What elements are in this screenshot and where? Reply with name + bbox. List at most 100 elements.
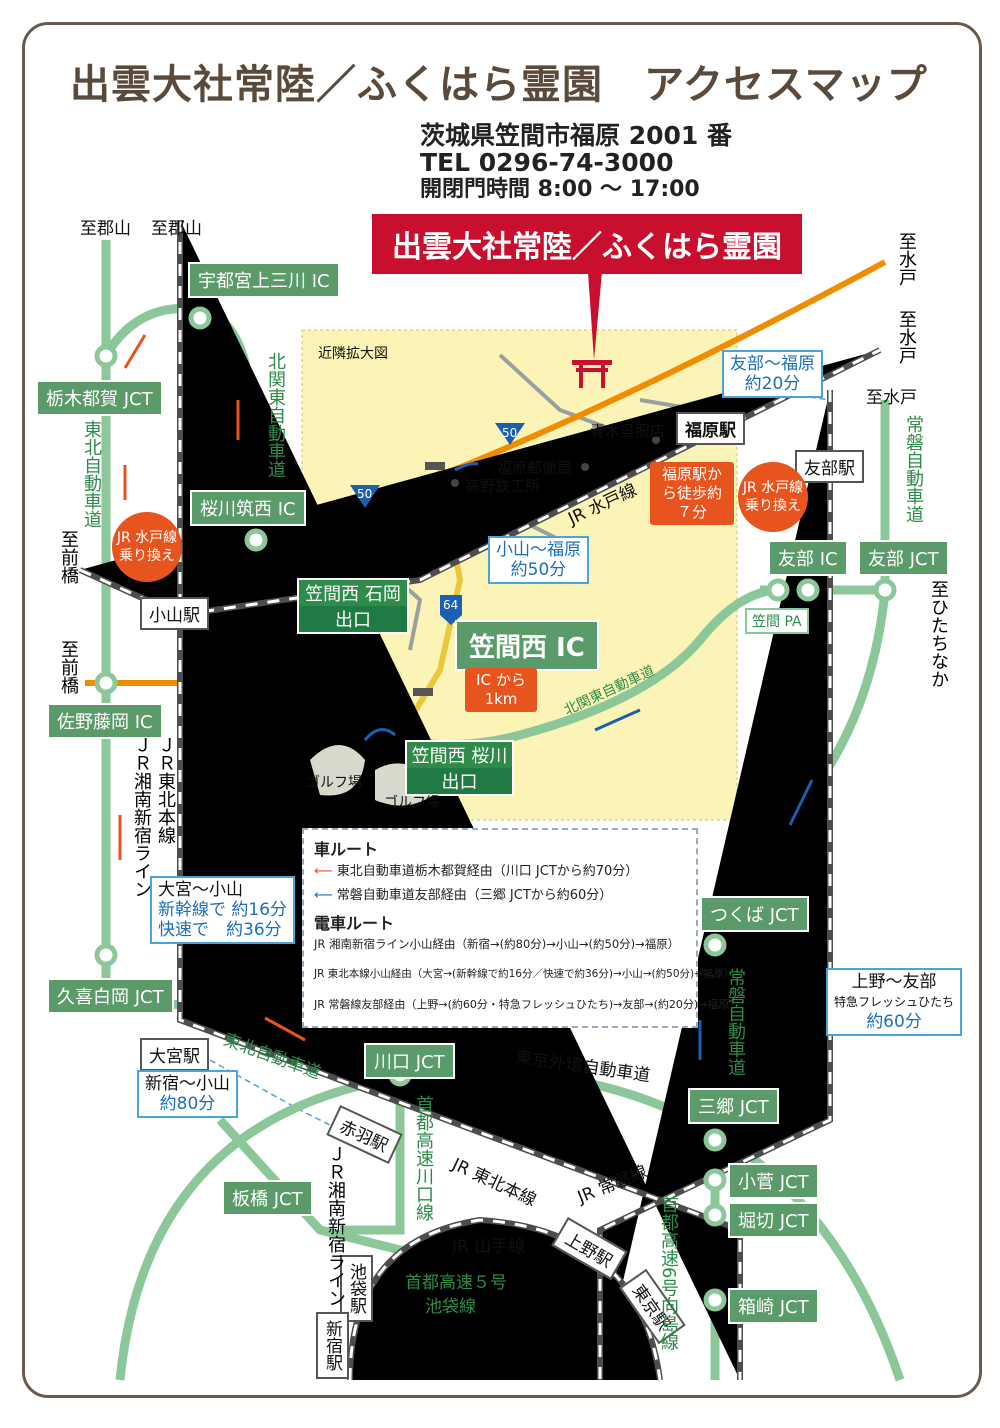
station-tomobe: 友部駅 <box>795 450 864 483</box>
label-shonan2: ＪＲ湘南新宿ライン <box>325 1145 346 1307</box>
ic-distance: IC から 1km <box>465 668 537 712</box>
jct-hakozaki: 箱崎 JCT <box>728 1288 819 1324</box>
to-maebashi-1: 至前橋 <box>58 530 79 584</box>
jct-tsukuba: つくば JCT <box>700 896 809 932</box>
label-joban-v: ＪＲ常磐線 <box>808 935 829 1025</box>
destination-pointer <box>588 272 602 360</box>
station-shinjuku: 新宿駅 <box>316 1312 349 1379</box>
transfer-badge-oyama: JR 水戸線乗り換え <box>112 512 182 582</box>
walk-info: 福原駅から徒歩約７分 <box>650 462 734 525</box>
time-ueno-tomobe-train: 特急フレッシュひたち <box>834 995 955 1009</box>
time-ueno-tomobe-min: 約60分 <box>866 1012 922 1032</box>
time-oyama-fukuhara-route: 小山〜福原 <box>496 540 581 560</box>
time-omiya-oyama-route: 大宮〜小山 <box>158 880 243 900</box>
address: 茨城県笠間市福原 2001 番 <box>420 121 732 150</box>
time-shinjuku-oyama-route: 新宿〜小山 <box>145 1074 230 1094</box>
time-tomobe-fukuhara-min: 約20分 <box>744 374 801 394</box>
time-oyama-fukuhara-min: 約50分 <box>510 560 567 580</box>
shield-64: 64 <box>443 598 459 612</box>
label-joban-v2: 常磐自動車道 <box>725 968 746 1076</box>
label-kawaguchi-line: 首都高速川口線 <box>413 1095 434 1221</box>
jct-kosuge: 小菅 JCT <box>728 1163 819 1199</box>
to-mito-3: 至水戸 <box>866 388 917 408</box>
to-maebashi-2: 至前橋 <box>58 640 79 694</box>
inset-label: 近隣拡大図 <box>318 346 388 362</box>
label-route5a: 首都高速５号 <box>405 1273 507 1293</box>
legend-train-3: JR 常磐線友部経由（上野→(約60分・特急フレッシュひたち)→友部→(約20分… <box>314 998 741 1011</box>
legend-train-1: JR 湘南新宿ライン小山経由（新宿→(約80分)→小山→(約50分)→福原） <box>314 937 680 951</box>
landmark-aoki: 青木呉服店 <box>590 422 666 440</box>
blue-route-arrows <box>363 462 814 1060</box>
exit-ishioka: 笠間西 石岡 出口 <box>297 578 409 634</box>
ic-kasama-nishi: 笠間西 IC <box>455 620 599 671</box>
legend-car-heading: 車ルート <box>314 840 379 859</box>
address-block: 茨城県笠間市福原 2001 番 TEL 0296-74-3000 開閉門時間 8… <box>420 122 780 203</box>
jct-kawaguchi: 川口 JCT <box>364 1043 455 1079</box>
time-omiya-oyama: 大宮〜小山 新幹線で 約16分 快速で 約36分 <box>150 876 296 944</box>
ic-utsunomiya: 宇都宮上三川 IC <box>188 262 340 298</box>
exit-ishioka-top: 笠間西 石岡 <box>299 580 407 606</box>
jct-itabashi: 板橋 JCT <box>222 1180 313 1216</box>
station-oyama: 小山駅 <box>140 597 209 630</box>
traffic-signal-icon <box>413 462 445 696</box>
landmark-golf2: ゴルフ場 <box>384 795 440 811</box>
blue-arrow-icon: ⟵ <box>314 888 333 903</box>
golf-course-1 <box>310 745 365 796</box>
exit-sakuragawa: 笠間西 桜川 出口 <box>405 740 514 796</box>
legend-train-2: JR 東北本線小山経由（大宮→(新幹線で約16分／快速で約36分)→小山→(約5… <box>314 968 735 980</box>
destination-banner: 出雲大社常陸／ふくはら霊園 <box>372 214 802 274</box>
time-shinjuku-oyama-min: 約80分 <box>159 1094 216 1114</box>
ic-tomobe: 友部 IC <box>768 540 848 576</box>
exit-sakuragawa-top: 笠間西 桜川 <box>407 742 512 768</box>
jct-horikiri: 堀切 JCT <box>728 1202 819 1238</box>
legend-car-red: ⟵ 東北自動車道栃木都賀経由（川口 JCTから約70分） <box>314 860 638 879</box>
pa-kasama: 笠間 PA <box>745 608 809 634</box>
torii-icon <box>572 360 612 388</box>
to-koriyama-1: 至郡山 <box>80 219 131 239</box>
time-ueno-tomobe-route: 上野〜友部 <box>851 972 937 992</box>
landmark-post: 福原郵便局 <box>497 459 573 477</box>
jct-tochigitsuga: 栃木都賀 JCT <box>36 380 163 416</box>
route-legend: 車ルート ⟵ 東北自動車道栃木都賀経由（川口 JCTから約70分） ⟵ 常磐自動… <box>302 828 740 1028</box>
jct-kuki: 久喜白岡 JCT <box>47 978 174 1014</box>
legend-car-red-text: 東北自動車道栃木都賀経由（川口 JCTから約70分） <box>336 864 639 879</box>
jct-misato: 三郷 JCT <box>688 1088 779 1124</box>
to-mito-2: 至水戸 <box>896 310 917 364</box>
exit-ishioka-bottom: 出口 <box>335 610 371 631</box>
label-yamanote: JR 山手線 <box>452 1237 526 1257</box>
legend-train-heading: 電車ルート <box>314 914 395 933</box>
phone: TEL 0296-74-3000 <box>420 148 674 177</box>
opening-hours: 開閉門時間 8:00 〜 17:00 <box>420 177 700 202</box>
station-fukuhara: 福原駅 <box>676 412 745 445</box>
red-arrow-icon: ⟵ <box>314 864 333 879</box>
to-koriyama-2: 至郡山 <box>151 219 202 239</box>
ic-sano: 佐野藤岡 IC <box>47 703 163 739</box>
ic-sakuragawa: 桜川筑西 IC <box>190 490 306 526</box>
legend-car-blue-text: 常磐自動車道友部経由（三郷 JCTから約60分） <box>336 888 613 903</box>
time-omiya-oyama-rapid: 快速で 約36分 <box>158 920 282 940</box>
station-omiya: 大宮駅 <box>140 1038 209 1071</box>
label-route5b: 池袋線 <box>425 1297 476 1317</box>
landmark-dots <box>451 436 660 487</box>
time-omiya-oyama-shinkansen: 新幹線で 約16分 <box>158 900 288 920</box>
red-route-arrows <box>118 334 306 1042</box>
landmark-takano: 高野鉄工所 <box>465 477 541 495</box>
label-joban-v1: 常磐自動車道 <box>903 415 924 523</box>
transfer-badge-tomobe: JR 水戸線乗り換え <box>738 462 808 532</box>
label-kitakanto-v: 北関東自動車道 <box>265 352 286 478</box>
landmark-golf1: ゴルフ場 <box>306 775 362 791</box>
legend-car-blue: ⟵ 常磐自動車道友部経由（三郷 JCTから約60分） <box>314 884 612 903</box>
station-ikebukuro: 池袋駅 <box>340 1255 373 1322</box>
page-title: 出雲大社常陸／ふくはら霊園 アクセスマップ <box>70 62 928 108</box>
to-hitachinaka: 至ひたちなか <box>928 580 949 688</box>
jct-tomobe: 友部 JCT <box>858 540 949 576</box>
exit-sakuragawa-bottom: 出口 <box>441 772 478 793</box>
to-mito-1: 至水戸 <box>896 232 917 286</box>
route-shields <box>350 423 525 625</box>
shield-50a: 50 <box>502 426 518 440</box>
kawaguchi-line <box>340 1070 405 1235</box>
time-tomobe-fukuhara-route: 友部〜福原 <box>730 354 815 374</box>
label-shonan: ＪＲ湘南新宿ライン <box>131 736 152 898</box>
time-shinjuku-oyama: 新宿〜小山 約80分 <box>137 1070 238 1118</box>
label-tohoku-v: 東北自動車道 <box>81 420 102 528</box>
